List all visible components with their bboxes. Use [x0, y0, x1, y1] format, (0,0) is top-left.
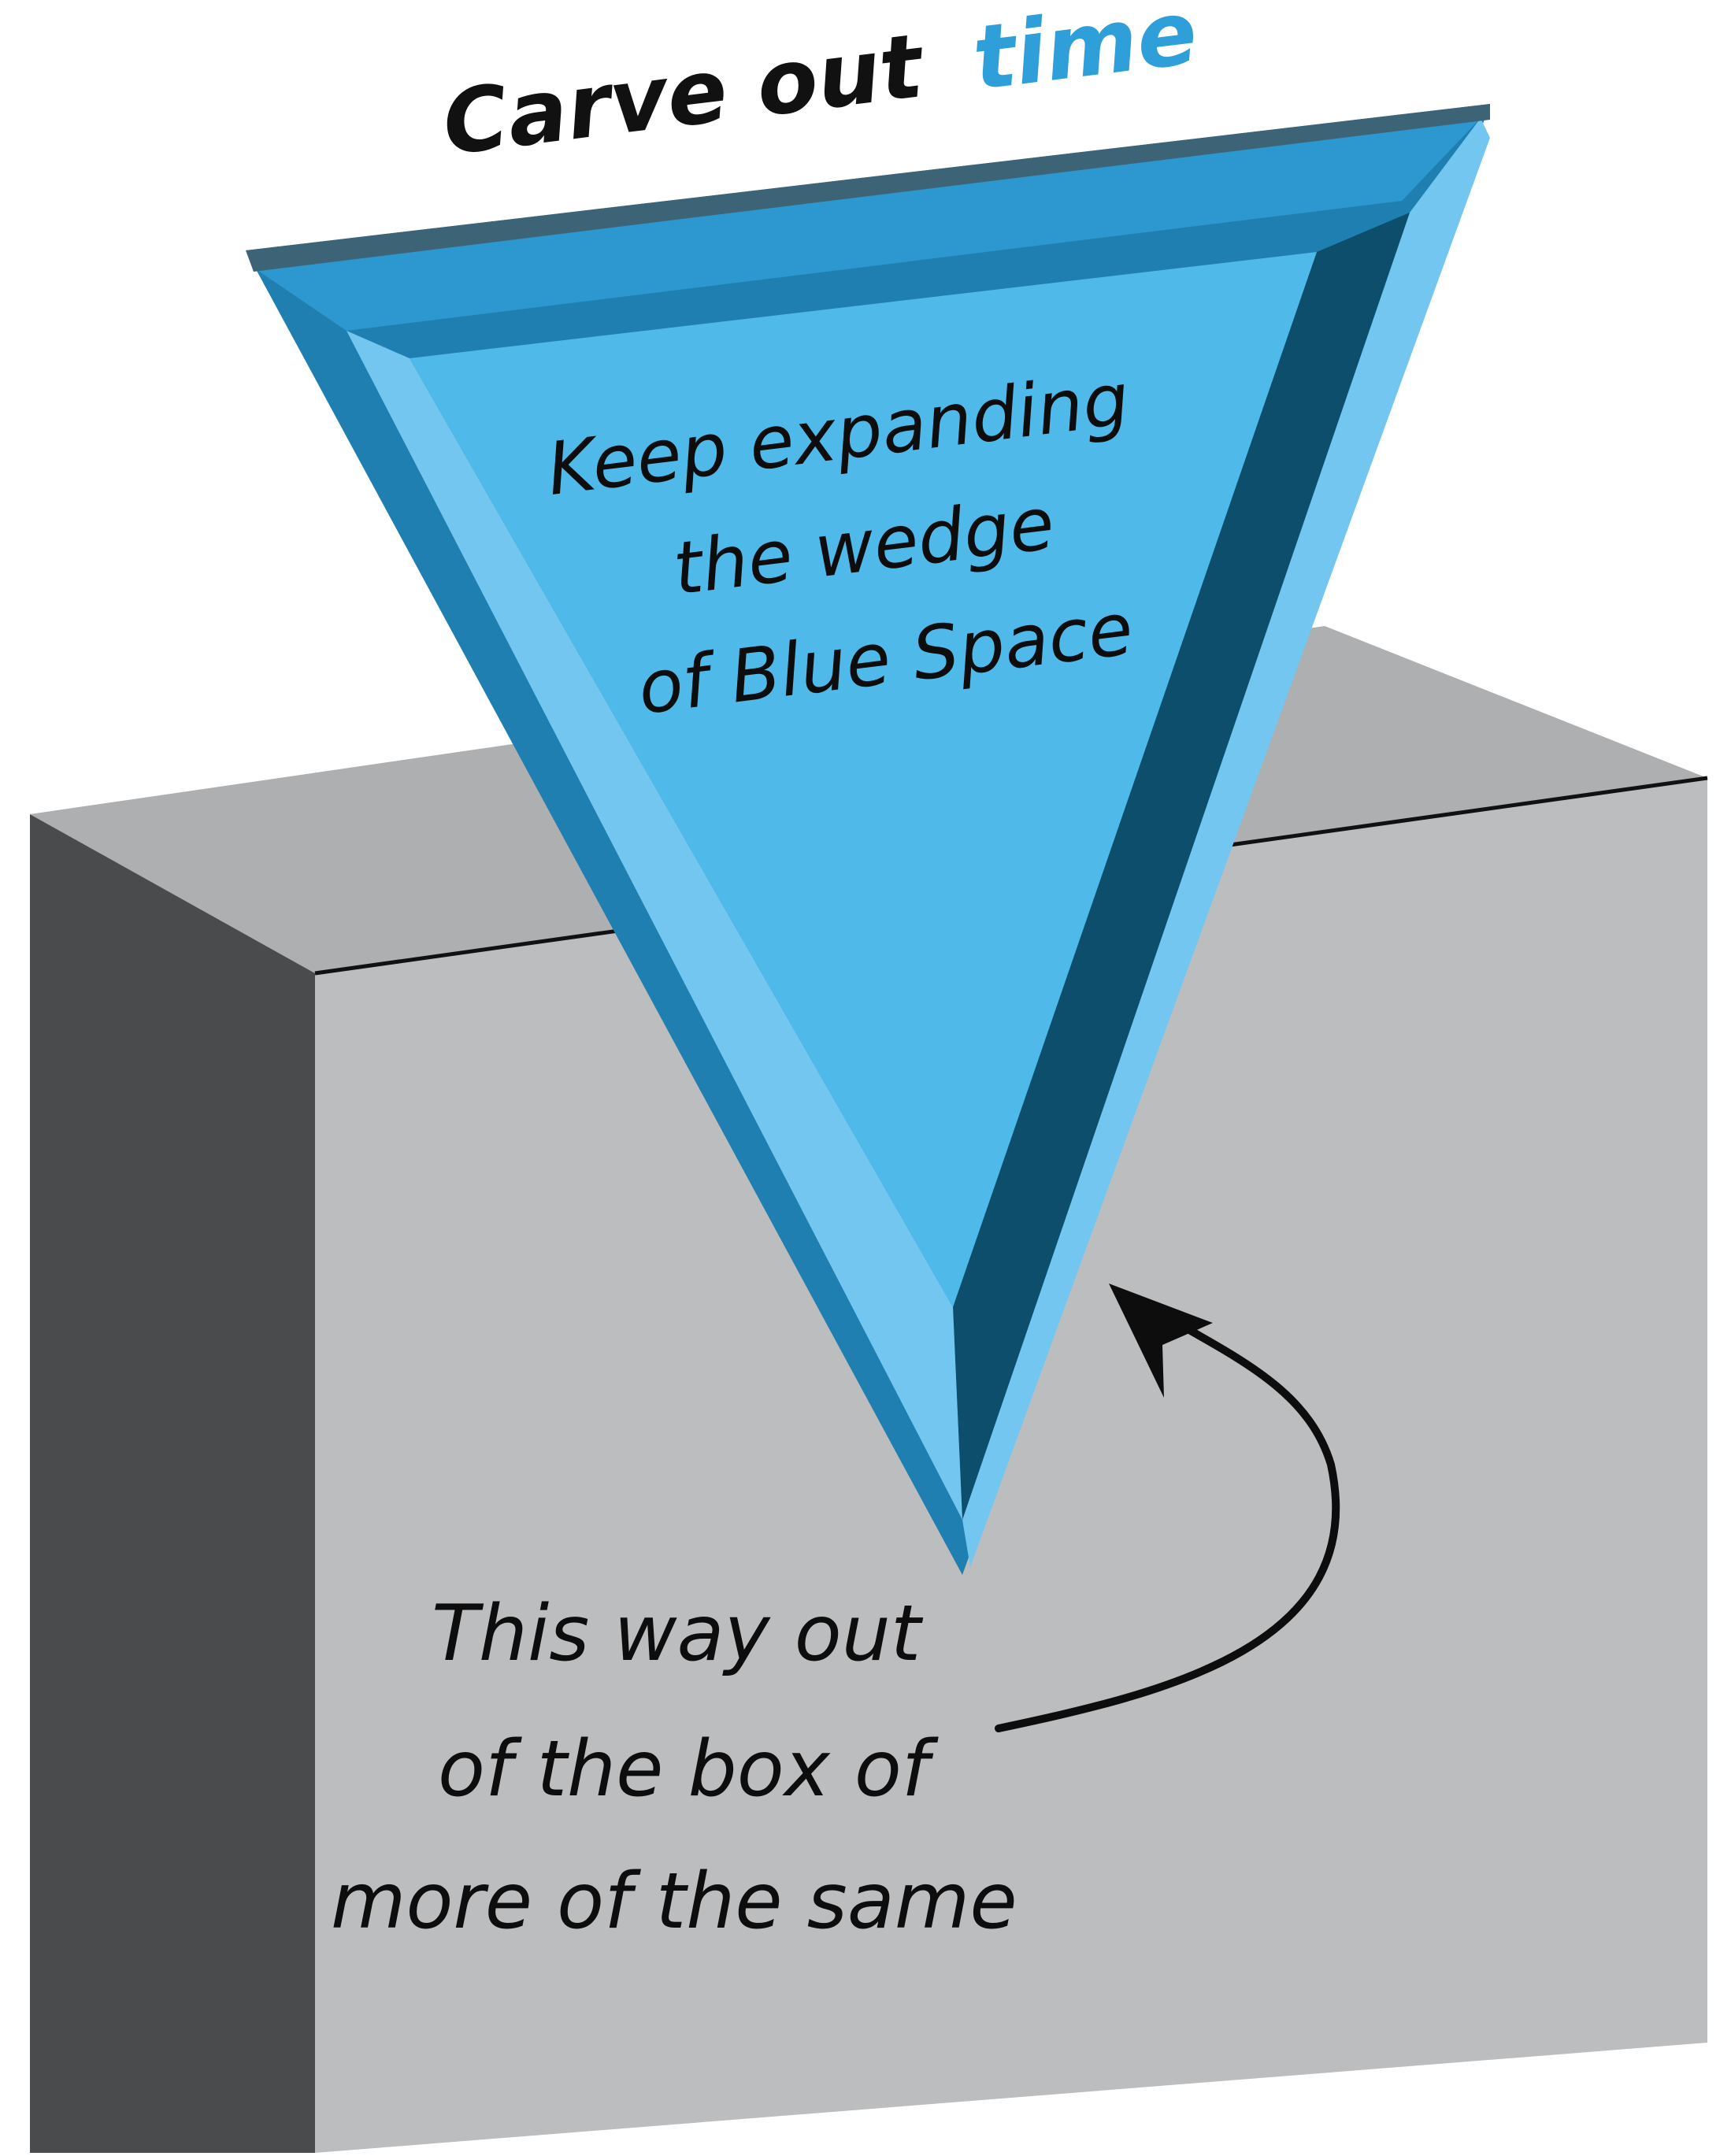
wedge-top-edge	[246, 104, 1490, 272]
wedge-right-bevel-dark	[953, 213, 1410, 1520]
wedge-right-bevel-light	[962, 118, 1490, 1567]
curved-arrow	[995, 1284, 1340, 1732]
note: This way out of the box of more of the s…	[331, 1589, 1017, 1947]
note-line-1: This way out	[432, 1589, 924, 1679]
box-side-face	[30, 814, 315, 2153]
arrow-shaft	[995, 1303, 1340, 1732]
note-line-2: of the box of	[438, 1724, 939, 1814]
wedge-top-bevel	[254, 118, 1481, 331]
title-prefix: Carve out	[437, 15, 930, 176]
arrow-head	[1109, 1284, 1213, 1398]
box	[30, 626, 1708, 2153]
box-front-face	[315, 778, 1707, 2153]
note-line-3: more of the same	[331, 1857, 1017, 1947]
title-text: Carve out time	[437, 0, 1202, 176]
wedge-face	[410, 252, 1317, 1307]
blue-wedge	[246, 104, 1490, 1575]
wedge-left-bevel-light	[347, 331, 962, 1520]
title: Carve out time	[437, 0, 1202, 176]
title-highlight: time	[968, 0, 1203, 110]
